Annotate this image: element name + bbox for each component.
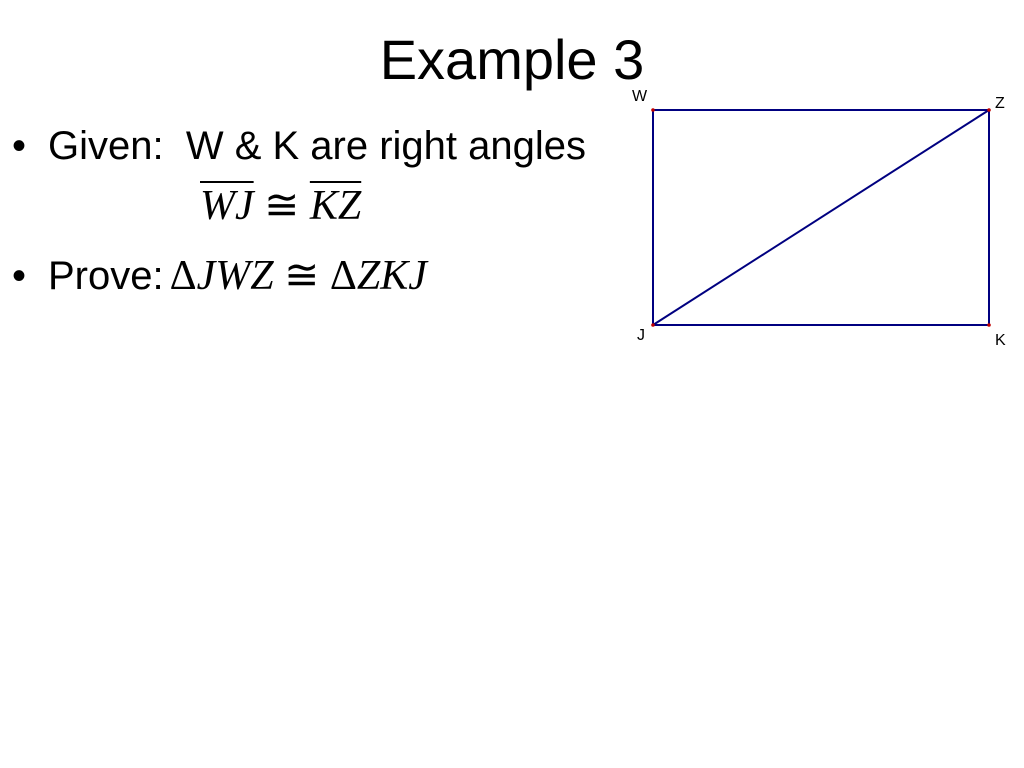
- given-bullet: •: [12, 124, 27, 168]
- segment-wj: WJ: [200, 183, 254, 229]
- point-z: [987, 108, 991, 112]
- point-k: [987, 323, 991, 327]
- label-z: Z: [995, 95, 1005, 112]
- prove-statement: ΔJWZ ≅ ΔZKJ: [170, 253, 427, 299]
- given-congruence: WJ ≅ KZ: [200, 180, 361, 232]
- triangle-zkj: ZKJ: [356, 253, 427, 299]
- given-statement: W & K are right angles: [185, 124, 587, 168]
- point-j: [651, 323, 655, 327]
- prove-congruent-symbol: ≅: [284, 253, 320, 299]
- diagonal-jz: [652, 109, 990, 326]
- label-w: W: [632, 88, 648, 105]
- label-j: J: [637, 327, 645, 344]
- slide-title: Example 3: [379, 28, 645, 91]
- given-line: • Given: W & K are right angles: [12, 122, 586, 170]
- point-w: [651, 108, 655, 112]
- triangle-jwz: JWZ: [196, 253, 274, 299]
- prove-bullet: •: [12, 254, 27, 298]
- triangle-symbol-2: Δ: [329, 253, 357, 299]
- segment-kz: KZ: [309, 183, 362, 229]
- prove-label: Prove:: [48, 254, 164, 298]
- rectangle-wzkj: [652, 109, 990, 326]
- label-k: K: [995, 332, 1006, 349]
- triangle-symbol-1: Δ: [169, 253, 197, 299]
- congruent-symbol: ≅: [264, 183, 300, 229]
- given-label: Given:: [48, 124, 164, 168]
- prove-line: •Prove:ΔJWZ ≅ ΔZKJ: [12, 252, 427, 300]
